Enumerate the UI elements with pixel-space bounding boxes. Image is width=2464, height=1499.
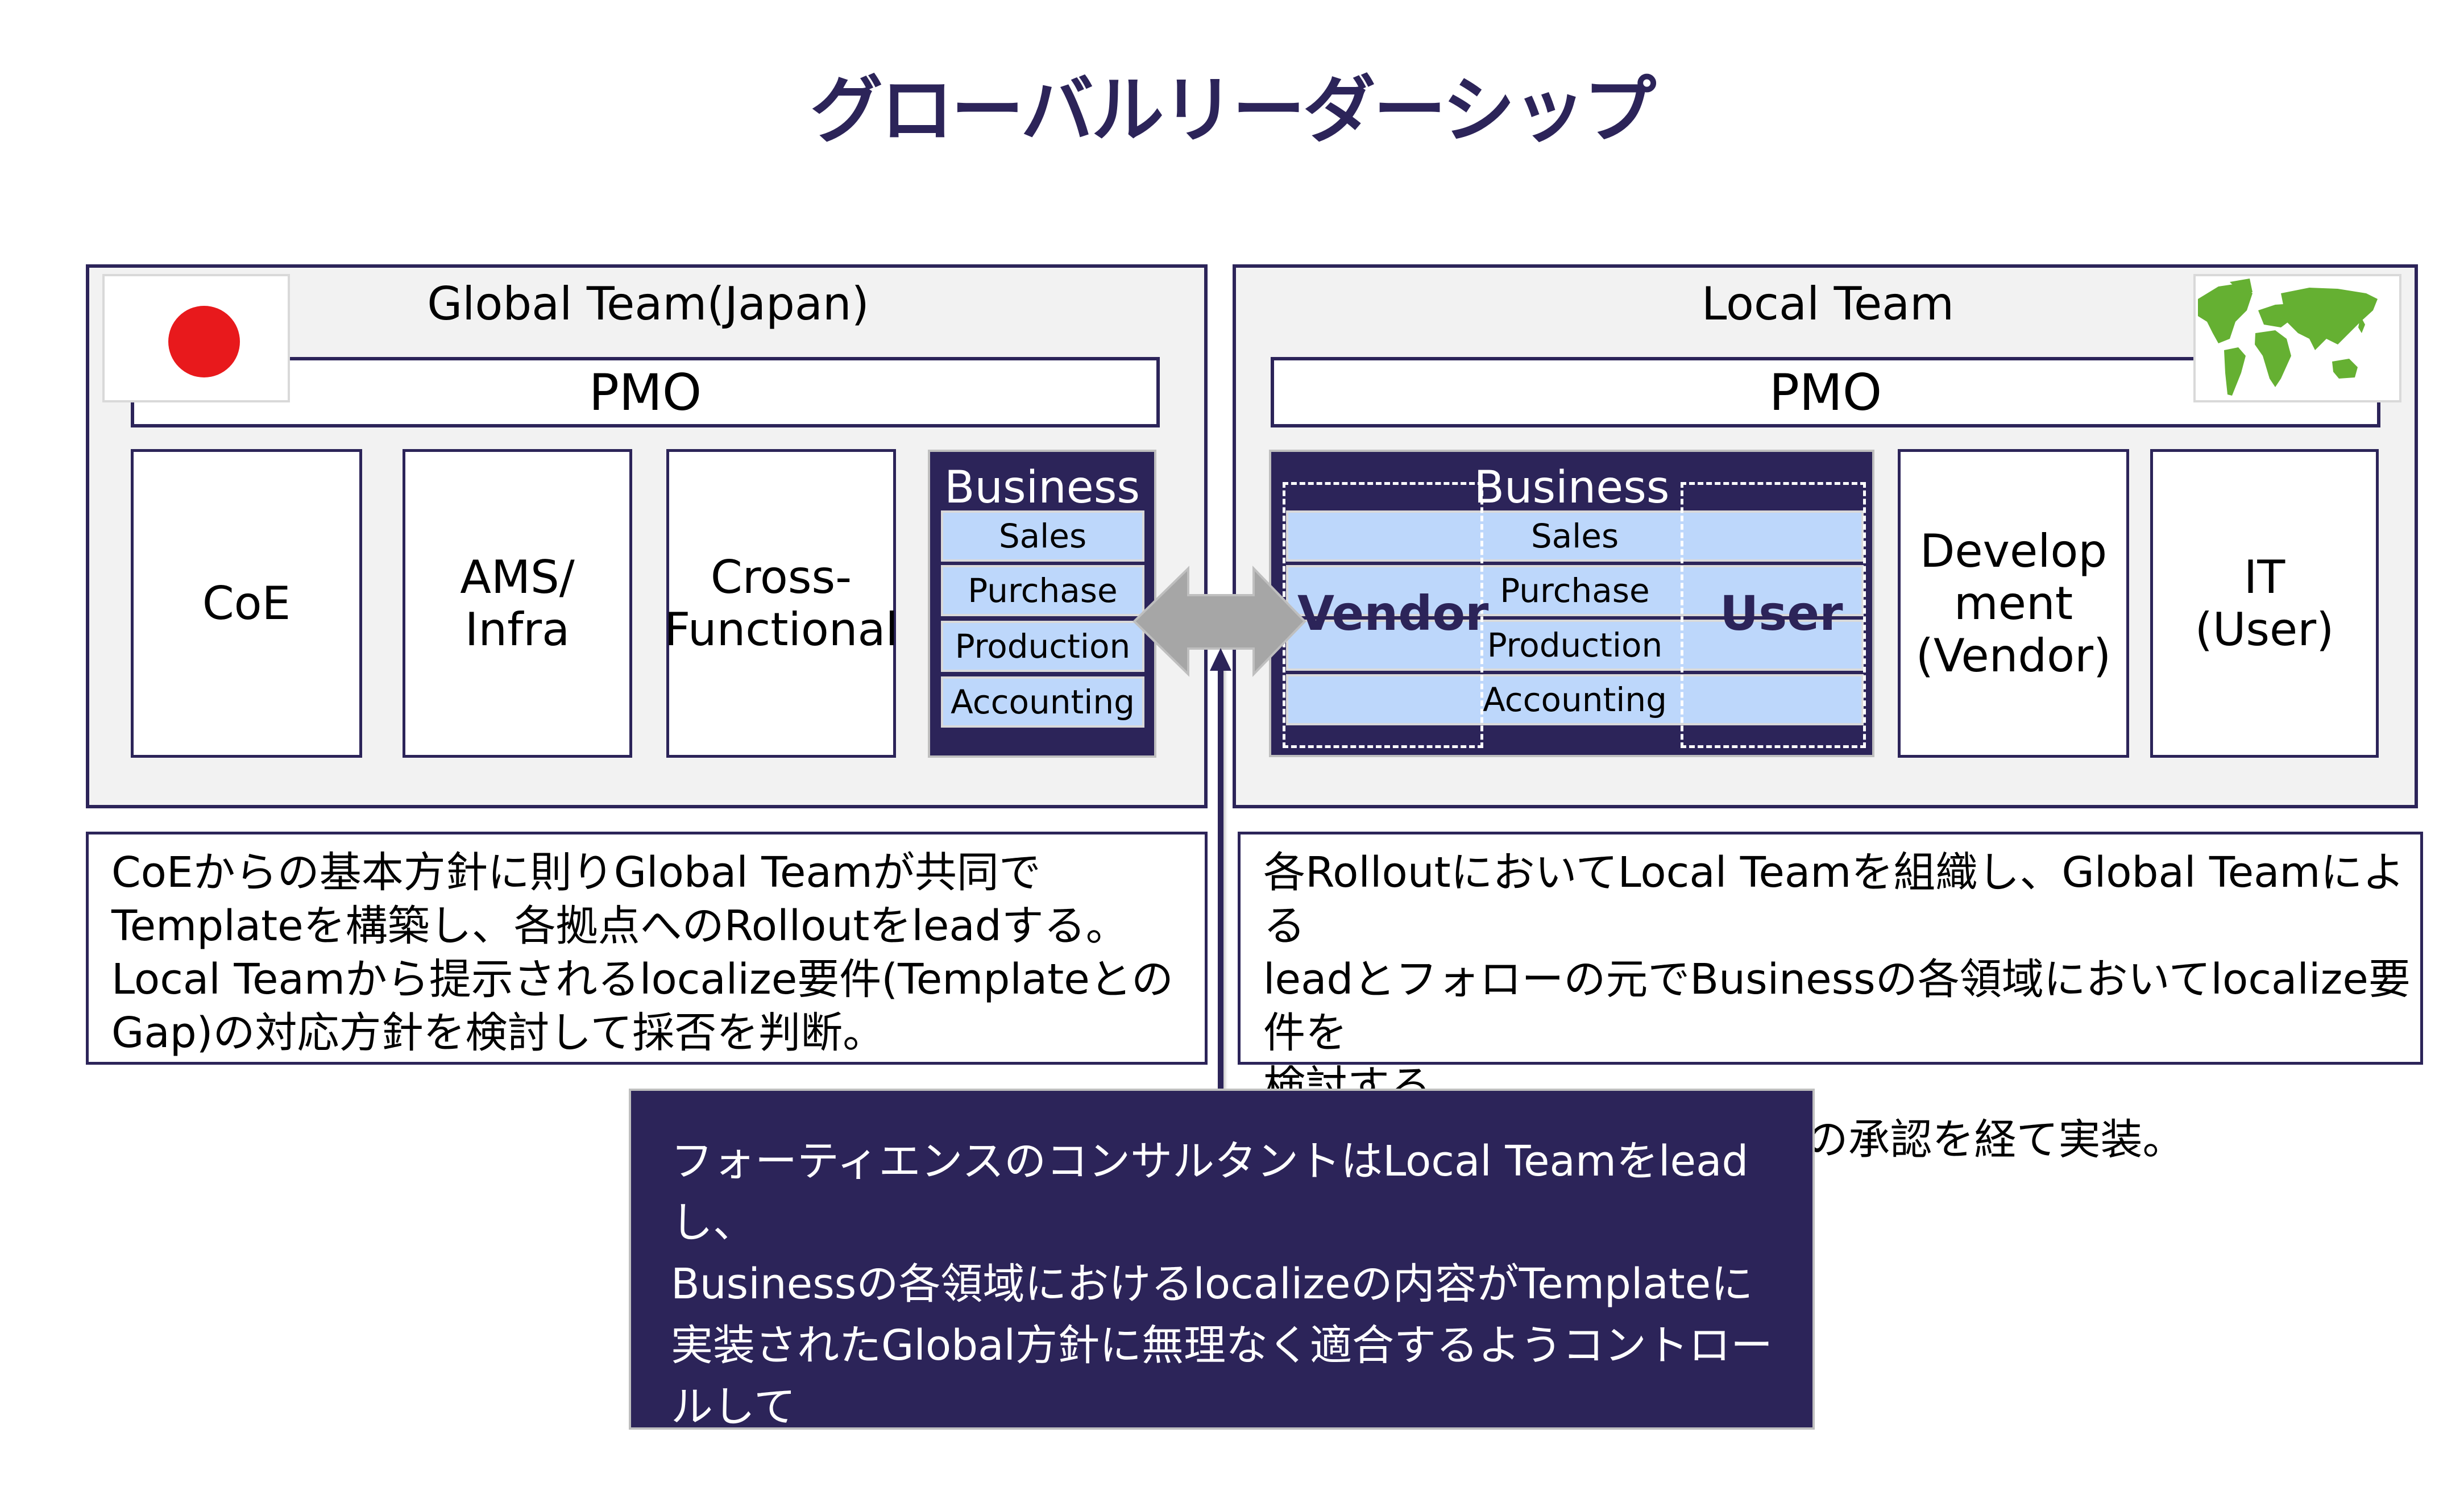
note-line: 実装されたGlobal方針に無理なく適合するようコントロールして [671, 1321, 1773, 1431]
local-team-description: 各RolloutにおいてLocal Teamを組織し、Global Teamによ… [1238, 832, 2423, 1164]
global-team-title: Global Team(Japan) [427, 277, 869, 330]
note-line: フォーティエンスのコンサルタントはLocal Teamをleadし、 [671, 1137, 1749, 1247]
local-team-title: Local Team [1701, 277, 1955, 330]
connector-arrowhead-icon [1210, 648, 1231, 671]
role-box-coe: CoE [131, 449, 362, 758]
role-label: CoE [202, 576, 291, 630]
vendor-label: Vendor [1297, 586, 1489, 641]
business-row-sales: Sales [1286, 510, 1864, 562]
desc-line: Local Teamから提示されるlocalize要件(Templateとの [111, 955, 1174, 1004]
note-line: Businessの各領域におけるlocalizeの内容がTemplateに [671, 1260, 1753, 1309]
local-pmo-label: PMO [1769, 363, 1882, 422]
business-row-production: Production [941, 621, 1144, 672]
note-line: 付加価値の最大化を図る。 [671, 1444, 1176, 1493]
page-title: グローバルリーダーシップ [810, 68, 1656, 153]
world-map-shape [2198, 279, 2378, 396]
role-box-cross-functional: Cross- Functional [664, 449, 898, 758]
business-title: Business [1474, 462, 1670, 513]
desc-line: 各RolloutにおいてLocal Teamを組織し、Global Teamによ… [1263, 848, 2405, 950]
desc-line: Gap)の対応方針を検討して採否を判断。 [111, 1008, 885, 1057]
flag-sun [168, 306, 240, 377]
consultant-note-box: フォーティエンスのコンサルタントはLocal Teamをleadし、 Busin… [629, 1089, 1815, 1493]
local-pmo-box: PMO [1271, 357, 2380, 427]
business-row-purchase: Purchase [941, 565, 1144, 616]
business-row-accounting: Accounting [1286, 674, 1864, 725]
bidirectional-arrow-icon [1133, 566, 1306, 677]
global-pmo-label: PMO [588, 363, 702, 422]
role-box-development-vendor: Develop ment (Vendor) [1898, 449, 2129, 758]
world-map-icon [2193, 274, 2401, 402]
role-label: AMS/ Infra [460, 550, 575, 656]
global-pmo-box: PMO [131, 357, 1160, 427]
business-row-sales: Sales [941, 510, 1144, 562]
role-box-it-user: IT (User) [2150, 449, 2379, 758]
business-row-purchase: Purchase [1286, 565, 1864, 616]
user-label: User [1720, 586, 1843, 641]
desc-line: leadとフォローの元でBusinessの各領域においてlocalize要件を [1263, 955, 2411, 1057]
business-row-accounting: Accounting [941, 676, 1144, 728]
global-team-description: CoEからの基本方針に則りGlobal Teamが共同で Templateを構築… [86, 832, 1208, 1065]
role-label: Develop ment (Vendor) [1915, 524, 2112, 682]
desc-line: CoEからの基本方針に則りGlobal Teamが共同で [111, 848, 1041, 897]
role-label: Cross- Functional [664, 550, 898, 656]
role-label: IT (User) [2195, 550, 2334, 656]
japan-flag-icon [102, 274, 290, 402]
user-dashed-group [1681, 482, 1866, 748]
desc-line: Templateを構築し、各拠点へのRolloutをleadする。 [111, 902, 1128, 950]
connector-line [1218, 665, 1223, 1090]
role-box-ams-infra: AMS/ Infra [403, 449, 632, 758]
business-row-production: Production [1286, 620, 1864, 671]
business-title: Business [944, 462, 1140, 513]
